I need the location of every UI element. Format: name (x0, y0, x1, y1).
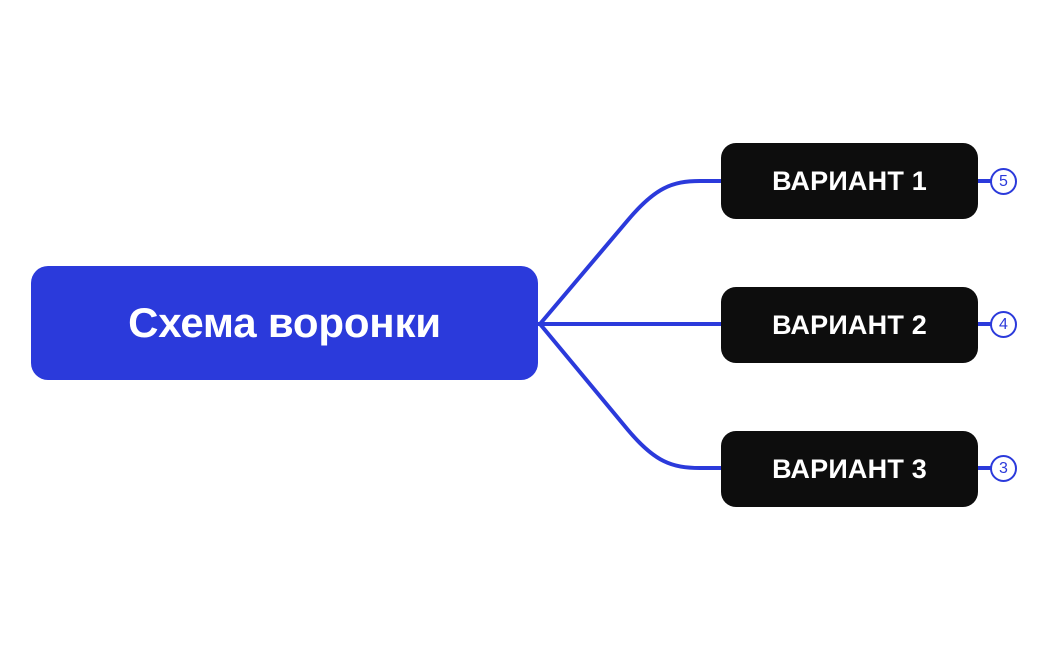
branch-node-1-badge-count: 5 (999, 172, 1008, 190)
branch-node-3[interactable]: ВАРИАНТ 3 (721, 431, 978, 507)
branch-node-3-badge[interactable]: 3 (990, 455, 1017, 482)
branch-node-3-badge-count: 3 (999, 459, 1008, 477)
branch-node-2-label: ВАРИАНТ 2 (772, 309, 927, 340)
branch-node-2-badge[interactable]: 4 (990, 311, 1017, 338)
branch-node-2-badge-count: 4 (999, 315, 1008, 333)
branch-node-1-badge[interactable]: 5 (990, 168, 1017, 195)
branch-node-2[interactable]: ВАРИАНТ 2 (721, 287, 978, 363)
branch-node-1-label: ВАРИАНТ 1 (772, 165, 927, 196)
branch-node-1[interactable]: ВАРИАНТ 1 (721, 143, 978, 219)
branch-node-3-label: ВАРИАНТ 3 (772, 453, 927, 484)
connector-branch-1 (538, 179, 725, 326)
connector-branch-3 (538, 322, 725, 470)
root-node[interactable]: Схема воронки (31, 266, 538, 380)
root-node-label: Схема воронки (128, 299, 441, 346)
